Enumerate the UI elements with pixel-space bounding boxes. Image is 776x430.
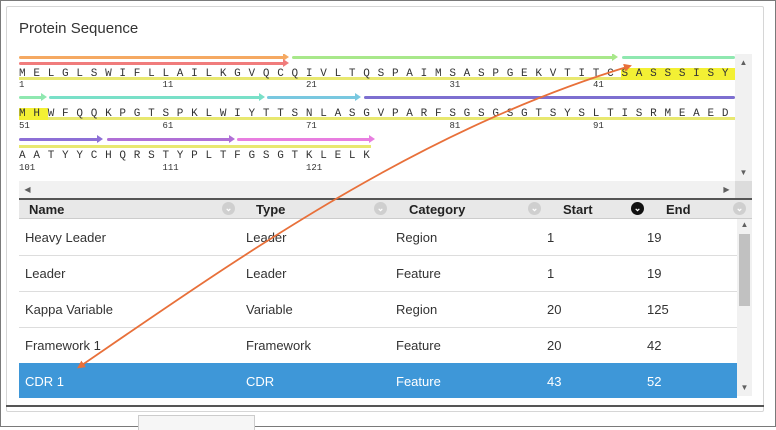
cell-end: 19 (647, 266, 662, 281)
position-number: 1 (19, 80, 25, 90)
residue[interactable]: R (650, 108, 657, 120)
residue[interactable]: H (33, 108, 48, 120)
arrow-left-icon[interactable]: ◀ (24, 185, 31, 194)
cell-end: 42 (647, 338, 662, 353)
residue[interactable]: T (47, 150, 55, 162)
residue[interactable]: Y (62, 150, 69, 162)
residue[interactable]: S (635, 108, 643, 120)
residue[interactable]: W (47, 108, 55, 120)
arrow-down-icon[interactable]: ▼ (739, 168, 748, 177)
residue[interactable]: M (19, 68, 26, 80)
arrow-right-icon[interactable]: ▶ (723, 185, 730, 194)
residue[interactable]: I (693, 68, 708, 80)
arrow-down-icon[interactable]: ▼ (740, 383, 749, 392)
residue[interactable]: S (664, 68, 679, 80)
cell-name: CDR 1 (25, 374, 65, 389)
cell-name: Leader (25, 266, 66, 281)
table-vertical-scrollbar[interactable]: ▲ ▼ (737, 219, 752, 396)
feature-track-cdr1[interactable] (622, 56, 735, 59)
residue[interactable]: D (721, 108, 729, 120)
residue[interactable]: A (19, 150, 26, 162)
column-header-name[interactable]: Name (29, 202, 65, 217)
residue[interactable]: Y (721, 68, 737, 80)
residue[interactable]: L (47, 68, 55, 80)
position-number: 51 (19, 121, 30, 131)
cell-category: Feature (396, 374, 441, 389)
cell-end: 52 (647, 374, 662, 389)
cell-type: CDR (246, 374, 275, 389)
cell-end: 125 (647, 302, 669, 317)
feature-track-heavy-leader[interactable] (19, 54, 289, 61)
feature-track-kappa-variable[interactable] (292, 54, 618, 61)
chevron-down-icon[interactable]: ⌄ (733, 202, 746, 215)
sequence-vertical-scrollbar[interactable]: ▲ ▼ (735, 54, 752, 181)
residue[interactable]: F (62, 108, 69, 120)
residue[interactable]: S (650, 68, 665, 80)
column-header-end[interactable]: End (666, 202, 691, 217)
residue[interactable]: S (678, 68, 694, 80)
residue[interactable]: G (62, 68, 69, 80)
footer-button[interactable] (138, 415, 255, 430)
cell-end: 19 (647, 230, 662, 245)
scrollbar-corner (735, 181, 752, 198)
residue[interactable]: A (693, 108, 700, 120)
position-number: 101 (19, 163, 36, 173)
residue[interactable]: M (664, 108, 672, 120)
panel-title: Protein Sequence (19, 20, 139, 37)
residue[interactable]: E (678, 108, 686, 120)
residue[interactable]: A (635, 68, 651, 80)
arrow-up-icon[interactable]: ▲ (739, 58, 748, 67)
footer-divider (6, 405, 764, 407)
residue[interactable]: A (33, 150, 40, 162)
arrow-up-icon[interactable]: ▲ (740, 220, 749, 229)
residue[interactable]: S (707, 68, 722, 80)
table-row-selected[interactable]: CDR 1 CDR Feature 43 52 (19, 363, 737, 398)
cell-start: 43 (547, 374, 562, 389)
scrollbar-thumb[interactable] (739, 234, 750, 306)
residue[interactable]: E (33, 68, 40, 80)
annotation-arrow (77, 63, 632, 369)
feature-track-leader[interactable] (19, 59, 289, 67)
feature-track-cdr1-cont[interactable] (19, 93, 47, 101)
chevron-down-icon[interactable]: ⌄ (631, 202, 644, 215)
residue[interactable]: M (19, 108, 34, 120)
residue[interactable]: E (707, 108, 715, 120)
